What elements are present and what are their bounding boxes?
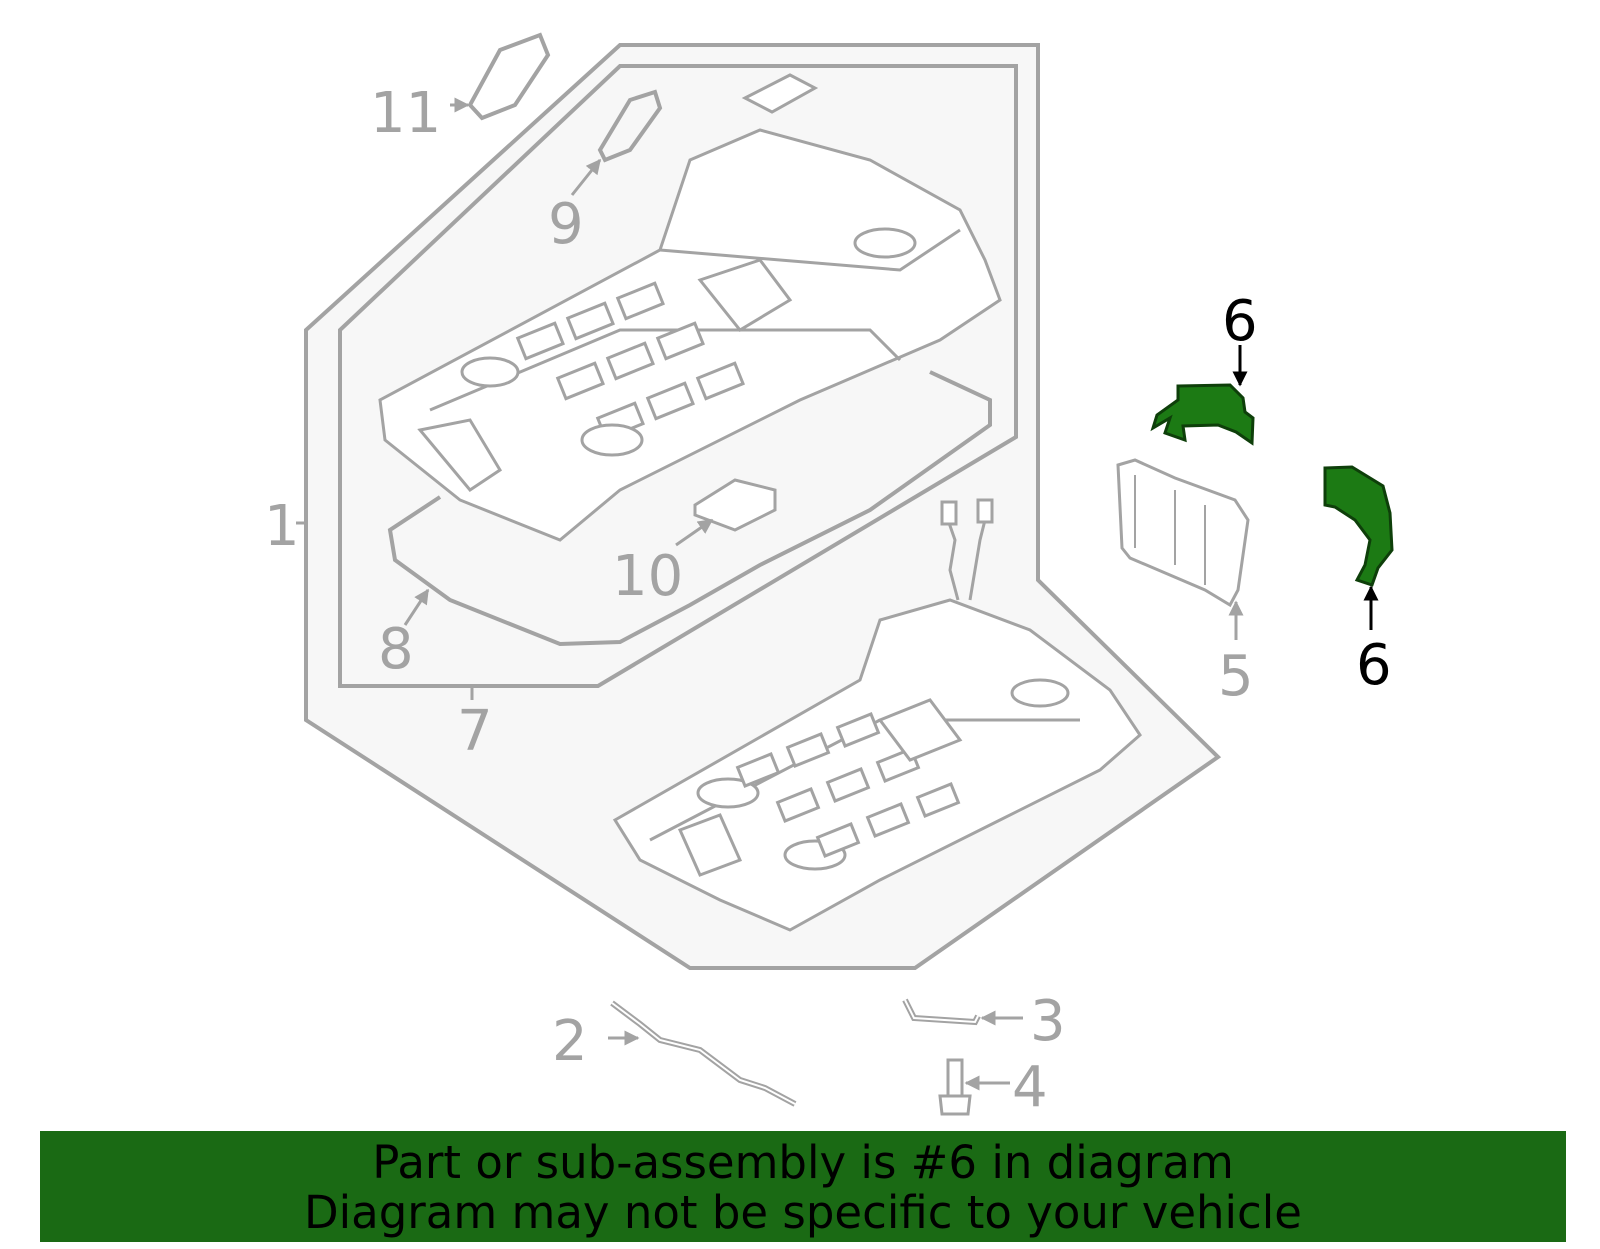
callout-5: 5 [1218,644,1254,709]
notice-line-2: Diagram may not be specific to your vehi… [304,1186,1302,1239]
notice-line-1: Part or sub-assembly is #6 in diagram [372,1136,1234,1189]
bracket-5-detail [1134,475,1206,585]
battery-tray [612,598,1142,932]
bracket-5 [1116,458,1250,608]
seal-9 [597,89,663,163]
leader-lines-highlight [1232,345,1379,630]
leader-lines [296,97,1244,1091]
callout-8: 8 [378,617,414,682]
gasket-8 [387,370,992,647]
callout-6-upper: 6 [1222,289,1258,354]
notice-banner: Part or sub-assembly is #6 in diagram Di… [40,1131,1566,1242]
callout-6-lower: 6 [1356,633,1392,698]
seal-10 [693,478,777,532]
callout-10: 10 [612,544,683,609]
bolt-4 [938,1058,972,1116]
callout-9: 9 [548,192,584,257]
battery-cover [378,128,1002,542]
seal-11 [467,32,551,121]
callout-4: 4 [1012,1055,1048,1120]
callout-11: 11 [370,81,441,146]
callout-2: 2 [552,1009,588,1074]
callout-3: 3 [1030,989,1066,1054]
plate [741,73,819,114]
bracket-6-upper[interactable] [1150,383,1255,446]
callout-7: 7 [457,699,493,764]
callout-1: 1 [264,494,300,559]
wiring-harness [940,498,994,601]
bracket-6-right[interactable] [1323,465,1394,587]
